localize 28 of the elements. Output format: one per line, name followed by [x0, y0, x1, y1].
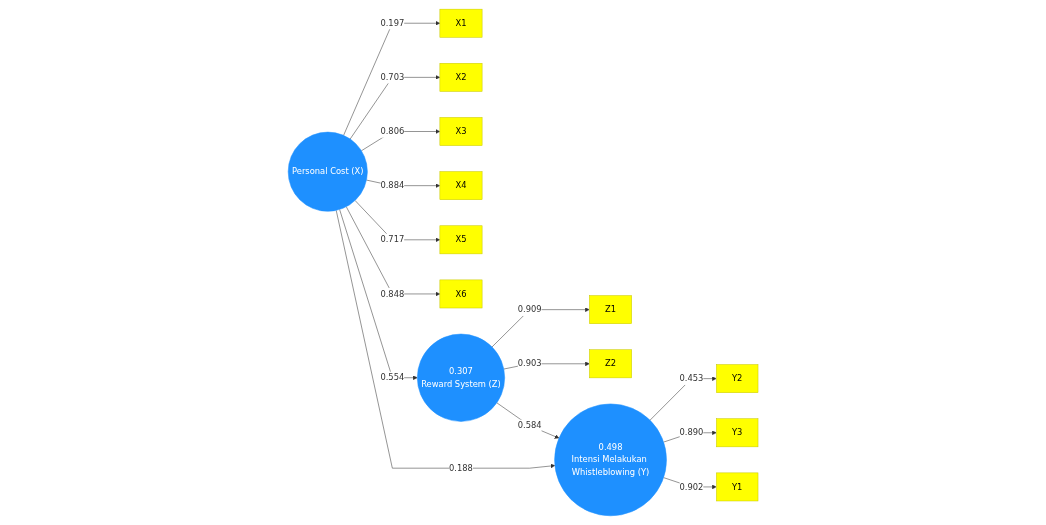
edge-label: 0.453 — [679, 373, 704, 384]
edge-label: 0.806 — [380, 126, 405, 137]
edge-label: 0.554 — [380, 372, 405, 383]
node-circle: Personal Cost (X) — [287, 131, 368, 212]
node-box: X3 — [439, 117, 483, 146]
edge-label: 0.584 — [517, 420, 542, 431]
edge-label: 0.909 — [517, 304, 542, 315]
node-box: Z2 — [589, 349, 632, 379]
node-box: Z1 — [589, 295, 632, 324]
edge-label: 0.703 — [380, 72, 405, 83]
edge-label: 0.902 — [679, 481, 704, 492]
node-circle: 0.498 Intensi Melakukan Whistleblowing (Y) — [554, 403, 667, 517]
edge-label: 0.903 — [517, 358, 542, 369]
node-box: X4 — [439, 171, 483, 200]
node-box: X6 — [439, 279, 483, 309]
node-box: X1 — [439, 8, 483, 38]
node-box: X2 — [439, 63, 483, 92]
edge-label: 0.890 — [679, 427, 704, 438]
node-box: Y1 — [716, 472, 759, 502]
edge-label: 0.717 — [380, 234, 405, 245]
node-box: Y2 — [716, 364, 759, 393]
edge-label: 0.188 — [448, 462, 473, 473]
node-circle: 0.307 Reward System (Z) — [416, 333, 505, 422]
node-box: X5 — [439, 225, 483, 255]
edge-label: 0.884 — [380, 180, 405, 191]
edge-label: 0.848 — [380, 288, 405, 299]
edge-label: 0.197 — [380, 18, 405, 28]
node-box: Y3 — [716, 418, 759, 448]
